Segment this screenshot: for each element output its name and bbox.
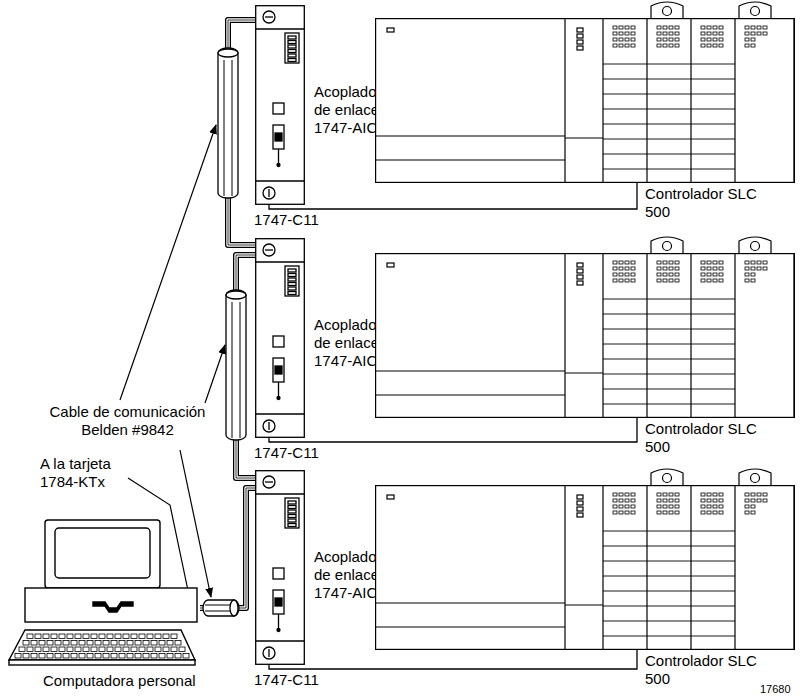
slc500-rack-drawing <box>375 18 795 183</box>
slc-controller: Controlador SLC 500 <box>375 485 795 650</box>
personal-computer: Computadora personal <box>5 520 200 670</box>
controller-label: Controlador SLC 500 <box>645 420 769 456</box>
slc-controller: Controlador SLC 500 <box>375 253 795 418</box>
cable-label: Cable de comunicación Belden #9842 <box>40 403 215 439</box>
coupler-drawing <box>255 470 305 665</box>
coupler-drawing <box>255 238 305 438</box>
slc-controller: Controlador SLC 500 <box>375 18 795 183</box>
controller-label: Controlador SLC 500 <box>645 185 769 221</box>
cable-part-number: 1747-C11 <box>253 211 320 229</box>
slc500-rack-drawing <box>375 485 795 650</box>
link-coupler: Acoplador de enlace 1747-AIC <box>255 5 305 205</box>
card-label: A la tarjeta 1784-KTx <box>40 455 140 491</box>
c11-cable <box>269 418 637 442</box>
belden-cable <box>200 488 255 608</box>
slc500-rack-drawing <box>375 253 795 418</box>
cable-jacket <box>203 48 246 616</box>
cable-part-number: 1747-C11 <box>253 671 320 689</box>
controller-label: Controlador SLC 500 <box>645 652 769 688</box>
c11-cable <box>269 183 637 209</box>
c11-cable <box>269 650 637 669</box>
figure-number: 17680 <box>760 683 798 696</box>
coupler-drawing <box>255 5 305 205</box>
personal-computer-drawing <box>5 520 200 670</box>
cable-part-number: 1747-C11 <box>253 444 320 462</box>
link-coupler: Acoplador de enlace 1747-AIC <box>255 470 305 665</box>
link-coupler: Acoplador de enlace 1747-AIC <box>255 238 305 438</box>
computer-label: Computadora personal <box>43 672 196 690</box>
